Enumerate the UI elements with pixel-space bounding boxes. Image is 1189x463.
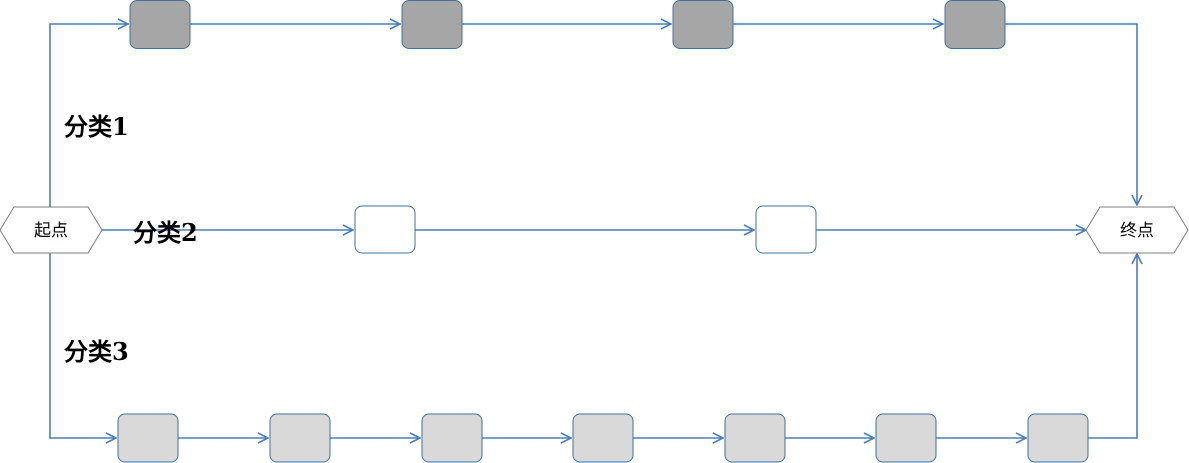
path1-step-box [944, 0, 1006, 49]
category-2-label: 分类2 [133, 218, 198, 247]
connector-path3-entry [49, 253, 116, 438]
path3-step-box [724, 413, 786, 463]
connector-path1-exit [1005, 23, 1137, 205]
path2-step-box [755, 205, 817, 254]
category-3-label: 分类3 [64, 337, 129, 366]
path2-steps [354, 205, 817, 254]
path1-step-box [129, 0, 191, 49]
end-node: 终点 [1085, 206, 1189, 254]
connector-path1-entry [49, 24, 128, 207]
path1-steps [129, 0, 1006, 49]
start-label: 起点 [34, 221, 68, 241]
start-node: 起点 [0, 206, 103, 254]
path3-step-box [117, 413, 179, 463]
end-hexagon [1085, 206, 1189, 254]
path1-step-box [672, 0, 734, 49]
path3-step-box [269, 413, 331, 463]
path3-step-box [875, 413, 937, 463]
path2-step-box [354, 205, 416, 254]
connectors [49, 23, 1137, 439]
start-hexagon [0, 206, 103, 254]
connector-path3-exit [1088, 254, 1137, 439]
path3-step-box [1027, 413, 1089, 463]
end-label: 终点 [1120, 221, 1154, 241]
path3-steps [117, 413, 1089, 463]
path3-step-box [572, 413, 634, 463]
path1-step-box [401, 0, 463, 49]
category-1-label: 分类1 [64, 112, 129, 141]
path3-step-box [421, 413, 483, 463]
